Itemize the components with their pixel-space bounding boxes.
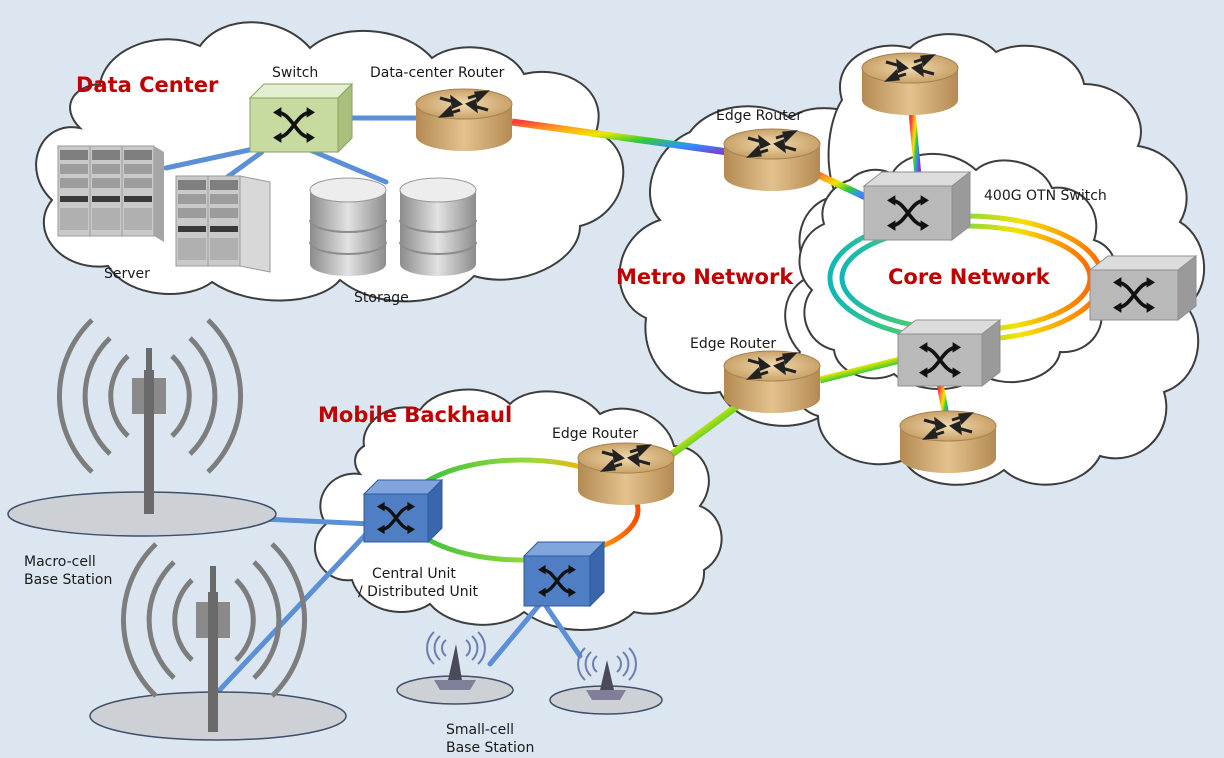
small-cell-b <box>549 647 663 715</box>
trunk-top-router-otn <box>908 111 922 177</box>
core-router-bottom[interactable] <box>898 409 998 475</box>
dc-switch[interactable] <box>248 82 354 154</box>
cu-du-switch-a[interactable] <box>362 478 444 544</box>
label-otn-switch: 400G OTN Switch <box>984 188 1107 204</box>
label-server: Server <box>104 266 150 282</box>
otn-switch-top[interactable] <box>862 170 972 242</box>
server-rack-group-b <box>175 175 271 273</box>
trunk-edge-otn <box>810 168 874 204</box>
otn-switch-right[interactable] <box>1088 254 1198 322</box>
edge-router-mobile[interactable] <box>576 441 676 507</box>
link-macro-bottom <box>211 527 373 699</box>
trunk-dc-edge <box>511 118 729 156</box>
cu-du-switch-b[interactable] <box>522 540 606 608</box>
label-cu-line1: Central Unit <box>372 566 456 582</box>
link-switch-server-b <box>223 149 265 181</box>
macro-tower-b <box>89 544 347 741</box>
edge-router-top[interactable] <box>722 127 822 193</box>
label-small-line1: Small-cell <box>446 722 514 738</box>
otn-switch-bottom[interactable] <box>896 318 1002 388</box>
dc-router[interactable] <box>414 87 514 153</box>
trunk-edge-mid-otn <box>819 356 901 384</box>
label-edge-router-mobile: Edge Router <box>552 426 638 442</box>
region-title-mobile: Mobile Backhaul <box>318 403 512 427</box>
label-switch: Switch <box>272 65 318 81</box>
macro-tower-a <box>7 320 277 537</box>
label-edge-router-top: Edge Router <box>716 108 802 124</box>
label-macro-line1: Macro-cell <box>24 554 96 570</box>
label-edge-router-mid: Edge Router <box>690 336 776 352</box>
region-title-metro: Metro Network <box>616 265 794 289</box>
region-title-core: Core Network <box>888 265 1051 289</box>
region-title-data-center: Data Center <box>76 73 219 97</box>
storage-disk-a <box>309 177 387 276</box>
trunk-edge-mid-mobile <box>661 401 743 463</box>
core-router-top[interactable] <box>860 51 960 117</box>
small-cell-a <box>396 631 514 705</box>
link-small-a <box>487 601 543 667</box>
label-macro-line2: Base Station <box>24 572 112 588</box>
link-switch-storage <box>307 147 389 185</box>
label-cu-line2: / Distributed Unit <box>358 584 478 600</box>
link-small-b <box>543 603 583 659</box>
link-switch-server-a <box>163 145 261 171</box>
label-storage: Storage <box>354 290 409 306</box>
edge-router-mid[interactable] <box>722 349 822 415</box>
server-rack-group-a <box>57 145 164 242</box>
storage-disk-b <box>399 177 477 276</box>
label-dc-router: Data-center Router <box>370 65 505 81</box>
label-small-line2: Base Station <box>446 740 534 756</box>
